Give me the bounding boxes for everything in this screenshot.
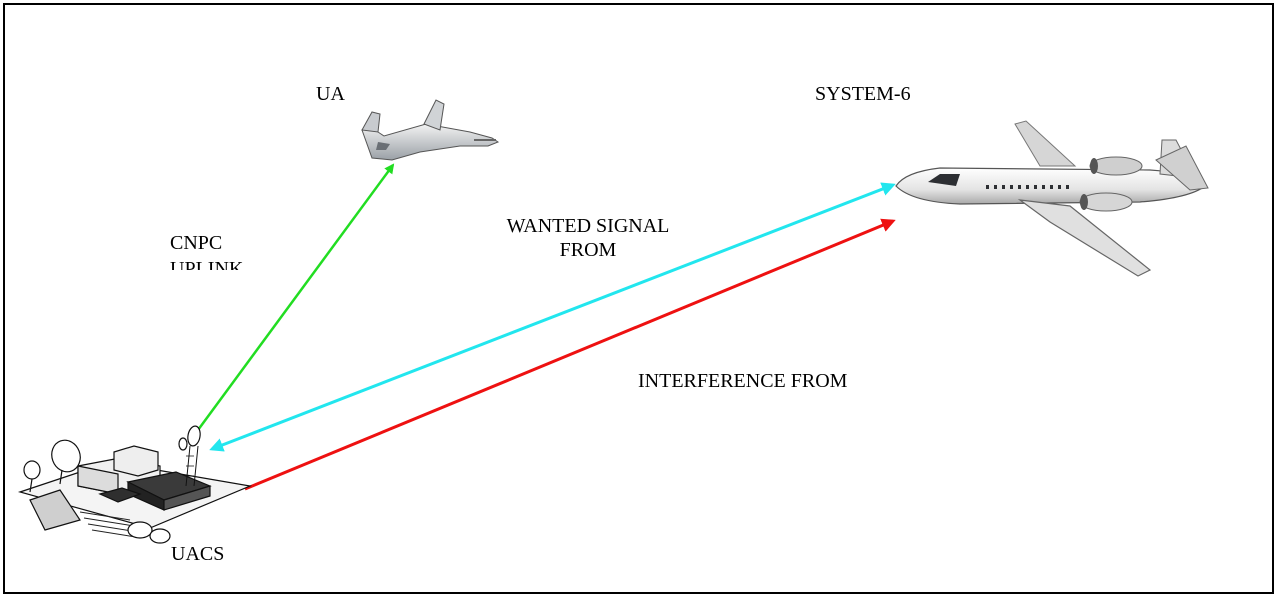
uacs-label: UACS xyxy=(171,543,225,565)
ground-control-station-icon xyxy=(17,425,253,544)
system-label: SYSTEM-6 xyxy=(815,83,911,105)
uav-aircraft-icon xyxy=(361,99,500,161)
wanted-signal-label: WANTED SIGNAL FROM xyxy=(488,214,688,262)
interference-label: INTERFERENCE FROM xyxy=(638,370,848,392)
wanted-signal-line-2: FROM xyxy=(559,239,617,261)
cnpc-line-2: UPLINK xyxy=(170,258,244,270)
jet-aircraft-icon xyxy=(895,120,1209,277)
wanted-signal-line-1: WANTED SIGNAL xyxy=(506,215,670,237)
wanted-signal-arrow xyxy=(209,182,896,452)
cnpc-uplink-label: CNPC UPLINK xyxy=(170,230,243,270)
interference-arrow xyxy=(244,218,896,491)
ua-label: UA xyxy=(316,83,345,105)
cnpc-line-1: CNPC xyxy=(170,232,223,254)
